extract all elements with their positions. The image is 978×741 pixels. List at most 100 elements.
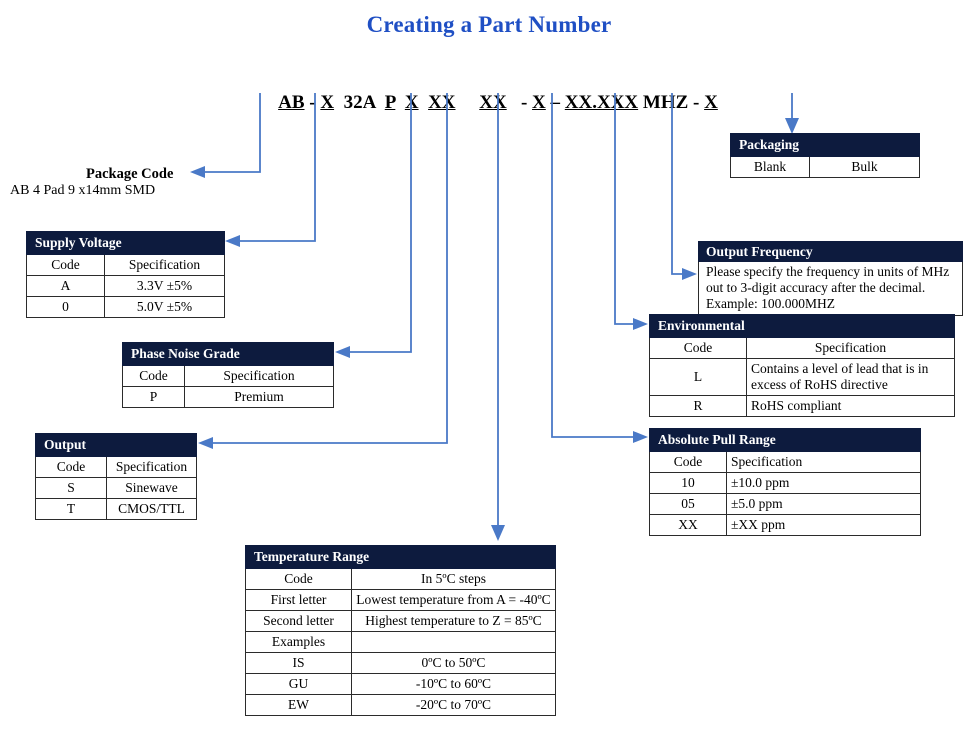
output-frequency-line: Example: 100.000MHZ bbox=[706, 295, 835, 311]
table-row: GU -10ºC to 60ºC bbox=[245, 673, 556, 695]
cell-code: 0 bbox=[26, 296, 105, 318]
cell-spec: -10ºC to 60ºC bbox=[351, 673, 556, 695]
cell-code: R bbox=[649, 395, 747, 417]
table-row: L Contains a level of lead that is in ex… bbox=[649, 358, 955, 396]
cell-code: L bbox=[649, 358, 747, 396]
cell-spec: CMOS/TTL bbox=[106, 498, 197, 520]
table-header-row: Environmental bbox=[649, 314, 955, 338]
table-row: 10 ±10.0 ppm bbox=[649, 472, 921, 494]
column-header-code: Code bbox=[122, 365, 185, 387]
package-code-description: AB 4 Pad 9 x14mm SMD bbox=[10, 183, 156, 198]
table-header-row: Absolute Pull Range bbox=[649, 428, 921, 452]
supply-voltage-title: Supply Voltage bbox=[26, 231, 225, 255]
segment-sep-6: – bbox=[545, 92, 565, 113]
temperature-range-table: Temperature Range Code In 5ºC steps Firs… bbox=[245, 545, 556, 716]
segment-phase-noise-grade: P bbox=[384, 92, 396, 113]
segment-package-code: AB bbox=[278, 92, 305, 113]
segment-temperature-range: XX bbox=[428, 92, 456, 113]
segment-sep-5: - bbox=[506, 92, 533, 113]
column-header-code: Code bbox=[35, 456, 107, 478]
table-row: Examples bbox=[245, 631, 556, 653]
cell-packaging-blank: Blank bbox=[730, 156, 810, 178]
environmental-table: Environmental Code Specification L Conta… bbox=[649, 314, 955, 417]
column-header-specification: Specification bbox=[726, 451, 921, 473]
table-row: Code Specification bbox=[35, 456, 197, 478]
output-title: Output bbox=[35, 433, 197, 457]
cell-code: GU bbox=[245, 673, 352, 695]
table-row: 0 5.0V ±5% bbox=[26, 296, 225, 318]
column-header-steps: In 5ºC steps bbox=[351, 568, 556, 590]
table-row: XX ±XX ppm bbox=[649, 514, 921, 536]
column-header-specification: Specification bbox=[106, 456, 197, 478]
column-header-code: Code bbox=[245, 568, 352, 590]
column-header-code: Code bbox=[649, 451, 727, 473]
output-frequency-line: Please specify the frequency in units of… bbox=[706, 264, 950, 279]
column-header-specification: Specification bbox=[184, 365, 334, 387]
phase-noise-grade-title: Phase Noise Grade bbox=[122, 342, 334, 366]
table-row: Code Specification bbox=[649, 337, 955, 359]
segment-supply-voltage: X bbox=[320, 92, 335, 113]
segment-output-frequency: XX.XXX bbox=[564, 92, 639, 113]
cell-spec: Contains a level of lead that is in exce… bbox=[746, 358, 955, 396]
segment-sep-3 bbox=[419, 92, 429, 113]
cell-code: S bbox=[35, 477, 107, 499]
table-header-row: Output bbox=[35, 433, 197, 457]
cell-code: First letter bbox=[245, 589, 352, 611]
column-header-code: Code bbox=[26, 254, 105, 276]
cell-spec: 3.3V ±5% bbox=[104, 275, 225, 297]
cell-spec: -20ºC to 70ºC bbox=[351, 694, 556, 716]
segment-packaging: X bbox=[704, 92, 718, 113]
table-row: T CMOS/TTL bbox=[35, 498, 197, 520]
cell-code: EW bbox=[245, 694, 352, 716]
table-row: Blank Bulk bbox=[730, 156, 920, 178]
table-header-row: Phase Noise Grade bbox=[122, 342, 334, 366]
column-header-specification: Specification bbox=[746, 337, 955, 359]
cell-spec: RoHS compliant bbox=[746, 395, 955, 417]
segment-sep-2 bbox=[395, 92, 405, 113]
segment-sep-4 bbox=[456, 92, 480, 113]
segment-sep-1: - bbox=[304, 92, 321, 113]
cell-packaging-bulk: Bulk bbox=[809, 156, 920, 178]
cell-spec: ±10.0 ppm bbox=[726, 472, 921, 494]
package-code-label: Package Code bbox=[86, 166, 174, 182]
column-header-specification: Specification bbox=[104, 254, 225, 276]
segment-environmental: X bbox=[532, 92, 546, 113]
table-row: Code Specification bbox=[649, 451, 921, 473]
output-frequency-title: Output Frequency bbox=[698, 241, 963, 263]
cell-code: A bbox=[26, 275, 105, 297]
table-row: A 3.3V ±5% bbox=[26, 275, 225, 297]
cell-spec: 0ºC to 50ºC bbox=[351, 652, 556, 674]
supply-voltage-table: Supply Voltage Code Specification A 3.3V… bbox=[26, 231, 225, 318]
table-row: Second letter Highest temperature to Z =… bbox=[245, 610, 556, 632]
cell-code: 05 bbox=[649, 493, 727, 515]
table-row: Code Specification bbox=[26, 254, 225, 276]
cell-spec bbox=[351, 631, 556, 653]
cell-code: XX bbox=[649, 514, 727, 536]
table-header-row: Supply Voltage bbox=[26, 231, 225, 255]
cell-code: 10 bbox=[649, 472, 727, 494]
cell-code: P bbox=[122, 386, 185, 408]
cell-spec: 5.0V ±5% bbox=[104, 296, 225, 318]
table-header-row: Temperature Range bbox=[245, 545, 556, 569]
absolute-pull-range-title: Absolute Pull Range bbox=[649, 428, 921, 452]
table-row: Code Specification bbox=[122, 365, 334, 387]
cell-spec: ±5.0 ppm bbox=[726, 493, 921, 515]
page-title: Creating a Part Number bbox=[366, 12, 612, 37]
segment-mhz-unit: MHZ - bbox=[638, 92, 705, 113]
cell-spec: Highest temperature to Z = 85ºC bbox=[351, 610, 556, 632]
absolute-pull-range-table: Absolute Pull Range Code Specification 1… bbox=[649, 428, 921, 536]
cell-code: IS bbox=[245, 652, 352, 674]
table-row: P Premium bbox=[122, 386, 334, 408]
cell-spec: ±XX ppm bbox=[726, 514, 921, 536]
segment-absolute-pull-range: XX bbox=[479, 92, 507, 113]
cell-spec: Lowest temperature from A = -40ºC bbox=[351, 589, 556, 611]
table-row: First letter Lowest temperature from A =… bbox=[245, 589, 556, 611]
table-row: IS 0ºC to 50ºC bbox=[245, 652, 556, 674]
cell-code: Examples bbox=[245, 631, 352, 653]
temperature-range-title: Temperature Range bbox=[245, 545, 556, 569]
part-number-string: AB - X 32A P X XX XX - X – XX.XXX MHZ - … bbox=[0, 70, 978, 136]
cell-spec: Sinewave bbox=[106, 477, 197, 499]
cell-spec: Premium bbox=[184, 386, 334, 408]
table-row: 05 ±5.0 ppm bbox=[649, 493, 921, 515]
